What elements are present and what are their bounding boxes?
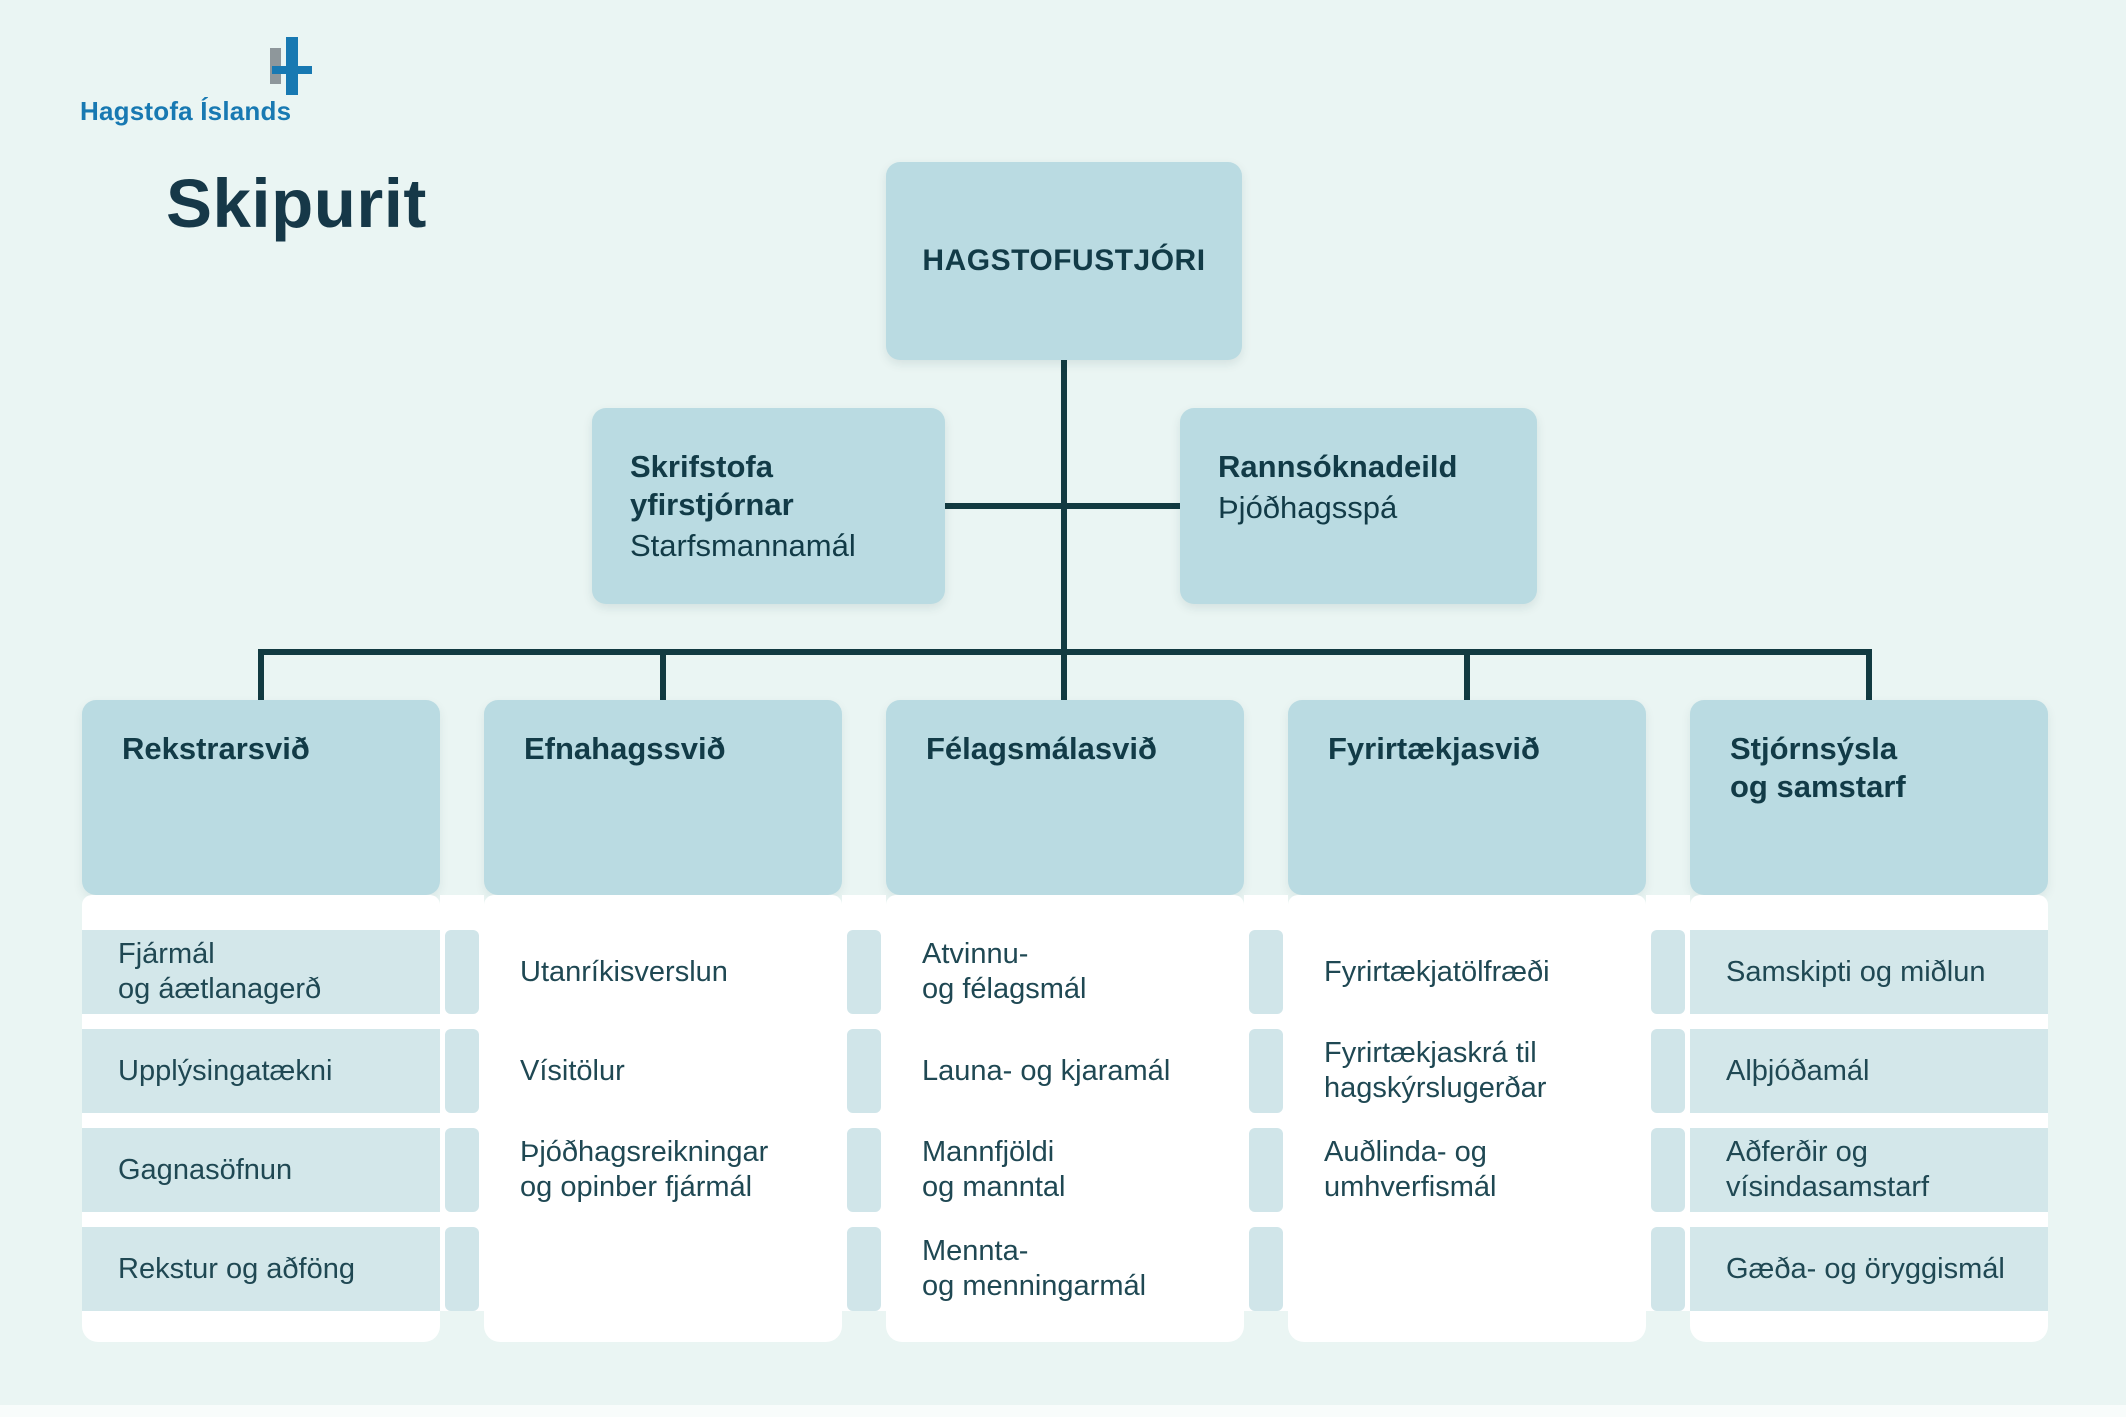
unit-item: Atvinnu- og félagsmál: [922, 938, 1087, 1005]
row-stripe: [82, 1128, 440, 1212]
dept-card-felagsmalasvid: Atvinnu- og félagsmál Launa- og kjaramál…: [886, 895, 1244, 1342]
gap-stripe-segment: [445, 1029, 479, 1113]
dept-card-efnahagssvid: Utanríkisverslun Vísitölur Þjóðhagsreikn…: [484, 895, 842, 1342]
row-stripe: [82, 1029, 440, 1113]
logo-text: Hagstofa Íslands: [80, 96, 292, 126]
unit-item: Rekstur og aðföng: [118, 1252, 355, 1285]
unit-item: Auðlinda- og umhverfismál: [1324, 1136, 1497, 1203]
unit-item: Fyrirtækjaskrá til hagskýrslugerðar: [1324, 1037, 1547, 1104]
unit-item: Utanríkisverslun: [520, 955, 728, 988]
gap-stripe-decoration: [842, 895, 886, 1342]
gap-stripe-segment: [1249, 930, 1283, 1014]
gap-stripe-segment: [1249, 1029, 1283, 1113]
connector-stub-dept-2: [660, 651, 666, 700]
unit-item: Þjóðhagsreikningar og opinber fjármál: [520, 1136, 769, 1203]
node-subtitle: Þjóðhagsspá: [1218, 490, 1398, 525]
node-title: Skrifstofa yfirstjórnar: [630, 449, 794, 522]
row-stripe: [82, 930, 440, 1014]
node-research-dept: Rannsóknadeild Þjóðhagsspá: [1180, 408, 1537, 604]
gap-stripe-segment: [445, 1227, 479, 1311]
unit-item: Vísitölur: [520, 1054, 625, 1087]
gap-stripe-decoration: [440, 895, 484, 1342]
gap-stripe-segment: [1651, 1029, 1685, 1113]
gap-stripe-segment: [1249, 1128, 1283, 1212]
node-director: HAGSTOFUSTJÓRI: [886, 162, 1242, 360]
unit-item: Mennta- og menningarmál: [922, 1235, 1147, 1302]
gap-stripe-decoration: [1244, 895, 1288, 1342]
gap-stripe-segment: [1651, 1128, 1685, 1212]
unit-item: Alþjóðamál: [1726, 1054, 1870, 1087]
connector-line-vertical-center: [1061, 360, 1067, 700]
node-director-title: HAGSTOFUSTJÓRI: [922, 244, 1206, 277]
bottom-edge-bar: [0, 1405, 2126, 1417]
node-subtitle: Starfsmannamál: [630, 528, 856, 563]
unit-item: Upplýsingatækni: [118, 1054, 333, 1087]
connector-stub-dept-5: [1866, 651, 1872, 700]
gap-stripe-segment: [445, 930, 479, 1014]
dept-header-felagsmalasvid: Félagsmálasvið: [886, 700, 1244, 895]
unit-item: Fyrirtækjatölfræði: [1324, 955, 1550, 988]
unit-item: Aðferðir og vísindasamstarf: [1726, 1136, 1930, 1203]
logo-icon: [272, 66, 312, 74]
unit-item: Samskipti og miðlun: [1726, 955, 1986, 988]
row-stripe: [1690, 930, 2048, 1014]
row-stripe: [1690, 1029, 2048, 1113]
row-stripe: [1690, 1227, 2048, 1311]
connector-stub-dept-1: [258, 651, 264, 700]
gap-stripe-segment: [847, 1128, 881, 1212]
dept-card-fyrirtaekjasvid: Fyrirtækjatölfræði Fyrirtækjaskrá til ha…: [1288, 895, 1646, 1342]
gap-stripe-segment: [1249, 1227, 1283, 1311]
page-title: Skipurit: [166, 165, 427, 242]
dept-card-rekstrarsvid: Fjármál og áætlanagerð Upplýsingatækni G…: [82, 895, 440, 1342]
gap-stripe-segment: [847, 1029, 881, 1113]
row-stripe: [1690, 1128, 2048, 1212]
unit-item: Fjármál og áætlanagerð: [118, 938, 322, 1005]
row-stripe: [82, 1227, 440, 1311]
node-title: Rannsóknadeild: [1218, 449, 1458, 484]
gap-stripe-segment: [847, 1227, 881, 1311]
dept-header-fyrirtaekjasvid: Fyrirtækjasvið: [1288, 700, 1646, 895]
gap-stripe-segment: [1651, 930, 1685, 1014]
dept-header-stjornsysla: Stjórnsýsla og samstarf: [1690, 700, 2048, 895]
gap-stripe-segment: [445, 1128, 479, 1212]
gap-stripe-segment: [847, 930, 881, 1014]
dept-header-rekstrarsvid: Rekstrarsvið: [82, 700, 440, 895]
unit-item: Launa- og kjaramál: [922, 1054, 1171, 1087]
dept-header-efnahagssvid: Efnahagssvið: [484, 700, 842, 895]
connector-line-distributor: [258, 649, 1872, 655]
connector-line-staff-horizontal: [945, 503, 1180, 509]
unit-item: Mannfjöldi og manntal: [922, 1136, 1066, 1203]
node-staff-office: Skrifstofa yfirstjórnar Starfsmannamál: [592, 408, 945, 604]
gap-stripe-segment: [1651, 1227, 1685, 1311]
connector-stub-dept-4: [1464, 651, 1470, 700]
unit-item: Gæða- og öryggismál: [1726, 1252, 2005, 1285]
gap-stripe-decoration: [1646, 895, 1690, 1342]
unit-item: Gagnasöfnun: [118, 1153, 293, 1186]
dept-card-stjornsysla: Samskipti og miðlun Alþjóðamál Aðferðir …: [1690, 895, 2048, 1342]
